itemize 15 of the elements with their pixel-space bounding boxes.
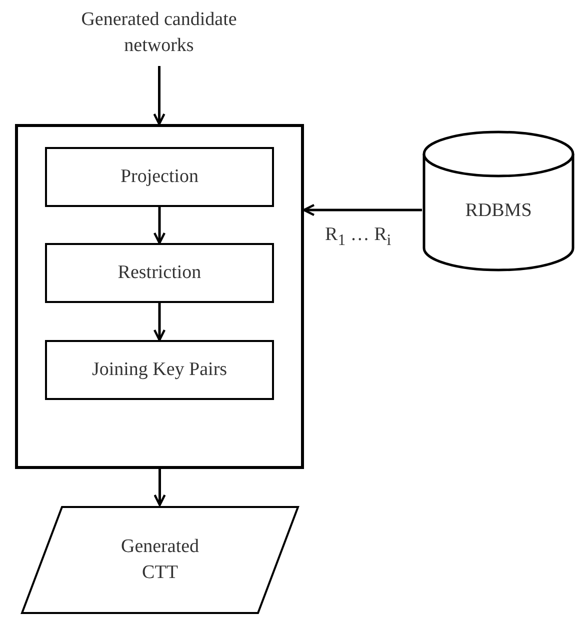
arrow [153, 66, 166, 126]
arrow [153, 303, 166, 342]
process-box [45, 340, 274, 400]
node-label: RDBMS [465, 199, 532, 224]
node-label: Generated CTT [120, 535, 200, 585]
input-label: Generated candidate networks [80, 8, 238, 58]
container-box [15, 124, 304, 469]
process-box [45, 243, 274, 303]
arrow [302, 204, 422, 216]
arrow [153, 207, 166, 244]
node-label: Joining Key Pairs [92, 358, 228, 382]
arrow [154, 469, 166, 506]
node-label: Projection [120, 165, 199, 190]
node-label: Restriction [118, 261, 202, 286]
process-box [45, 147, 274, 207]
